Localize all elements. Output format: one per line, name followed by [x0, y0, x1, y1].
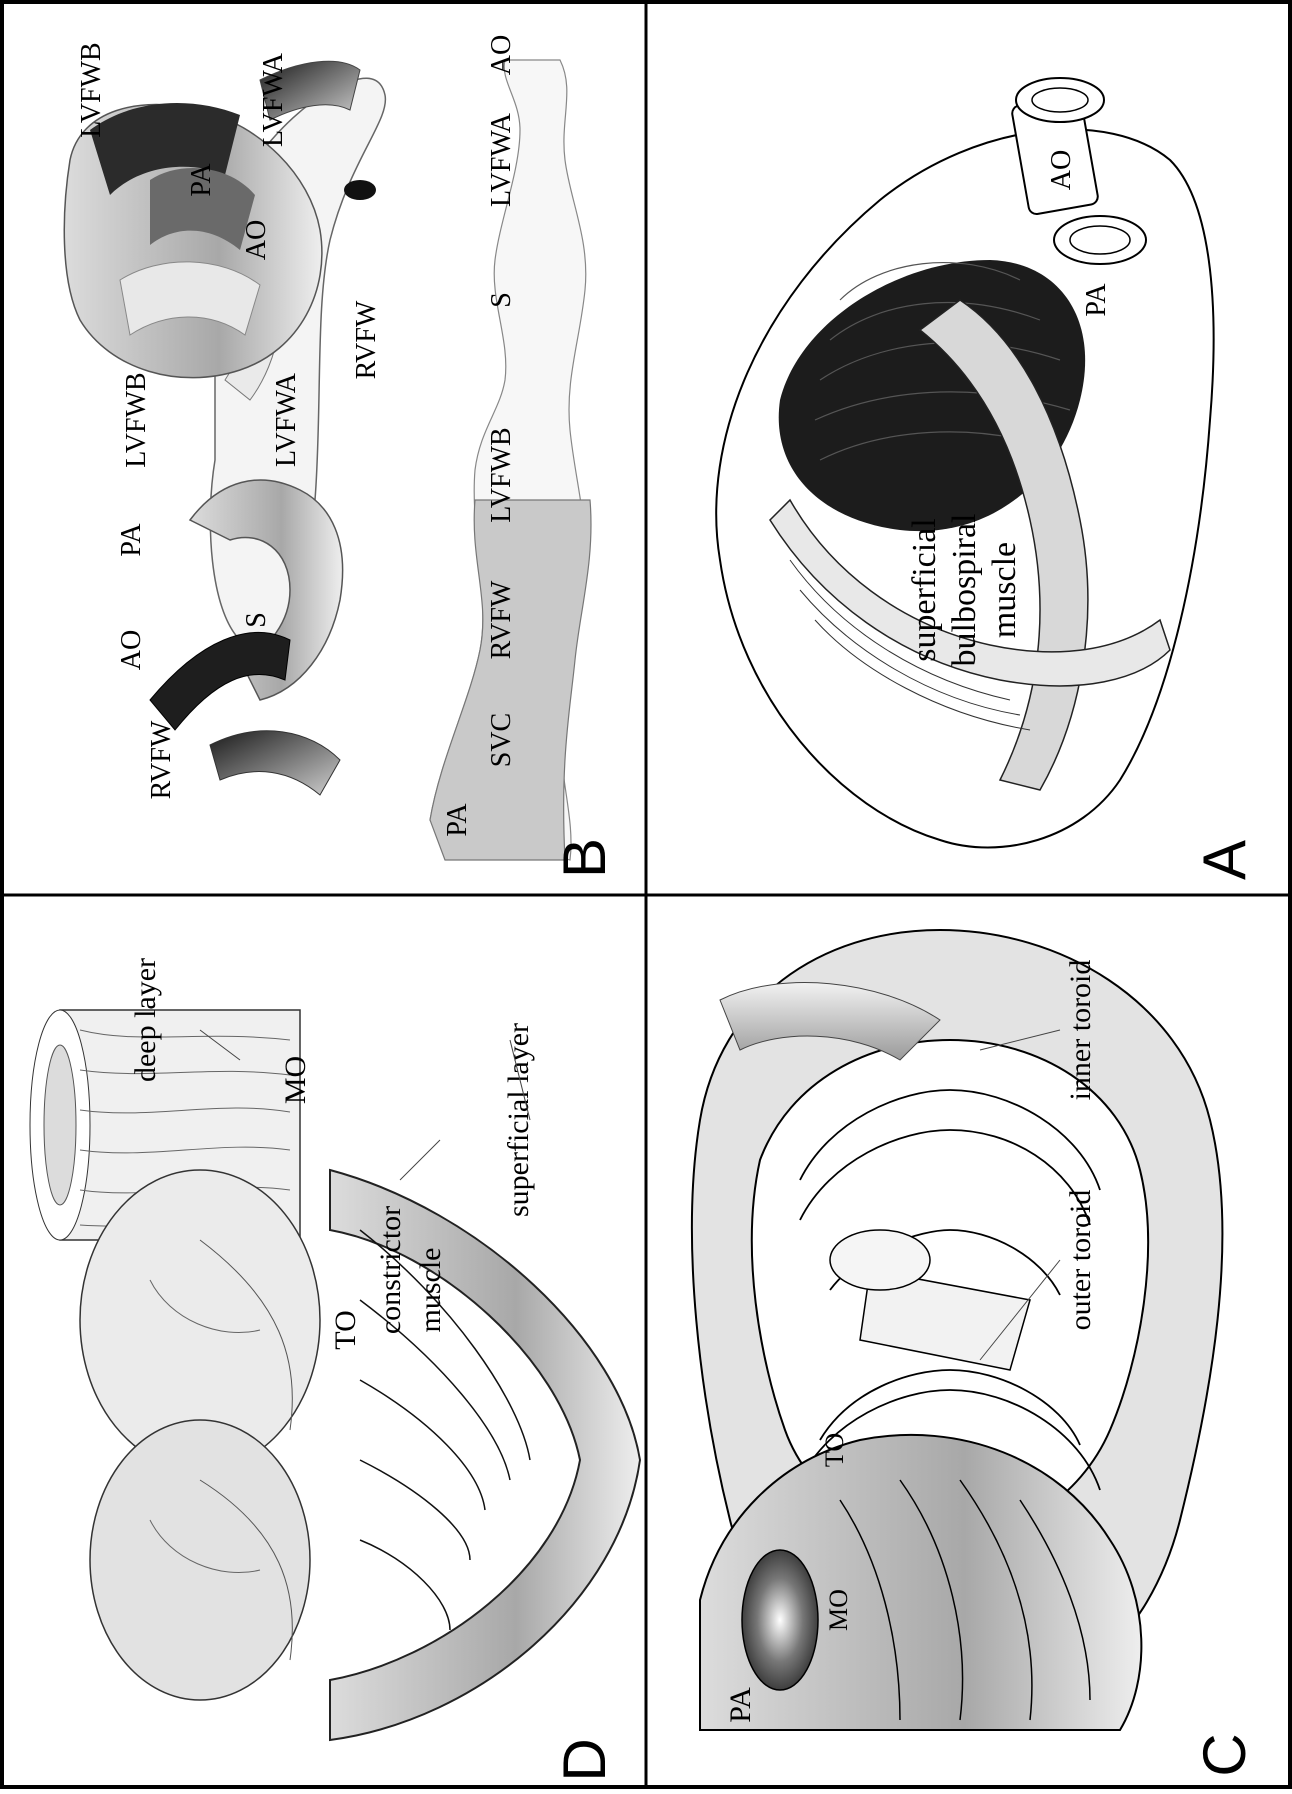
- label-helix-ao: AO: [116, 630, 147, 670]
- panel-letter-b: B: [551, 838, 618, 878]
- label-helix-lvfwb: LVFWB: [121, 372, 152, 467]
- label-superficial: superficial: [906, 518, 943, 662]
- label-helix-pa: PA: [116, 523, 147, 557]
- deep-layer-valve-structure: [80, 1170, 320, 1700]
- panel-letter-c: C: [1191, 1733, 1258, 1776]
- constrictor-leader: [400, 1140, 440, 1180]
- label-heart-rvfw: RVFW: [351, 300, 382, 379]
- label-band-pa: PA: [442, 803, 473, 837]
- label-heart-pa: PA: [186, 163, 217, 197]
- label-heart-lvfwa: LVFWA: [258, 52, 289, 147]
- label-bulbospiral: bulbospiral: [946, 514, 983, 667]
- label-c-to: TO: [820, 1433, 849, 1467]
- label-d-mo: MO: [279, 1056, 312, 1104]
- label-heart-ao: AO: [241, 220, 272, 260]
- label-helix-lvfwa: LVFWA: [271, 372, 302, 467]
- panel-letter-a: A: [1191, 840, 1258, 880]
- label-constrictor-muscle: muscle: [414, 1248, 447, 1333]
- label-outer-toroid: outer toroid: [1064, 1190, 1097, 1331]
- label-heart-lvfwb: LVFWB: [76, 42, 107, 137]
- label-d-to: TO: [329, 1310, 362, 1349]
- panel-d: [30, 1010, 640, 1740]
- label-pa: PA: [1081, 283, 1112, 317]
- label-ao: AO: [1046, 150, 1077, 190]
- label-inner-toroid: inner toroid: [1064, 960, 1097, 1101]
- label-muscle: muscle: [986, 542, 1023, 638]
- label-deep-layer: deep layer: [129, 958, 162, 1082]
- label-helix-rvfw: RVFW: [146, 720, 177, 799]
- label-band-lvfwa: LVFWA: [486, 112, 517, 207]
- heart-bulbospiral-illustration: [716, 78, 1213, 848]
- label-band-svc: SVC: [486, 713, 517, 767]
- label-superficial-layer: superficial layer: [502, 1023, 535, 1217]
- label-band-s: S: [486, 292, 517, 308]
- label-helix-s: S: [241, 612, 272, 628]
- label-band-rvfw: RVFW: [486, 580, 517, 659]
- panel-letter-d: D: [551, 1738, 618, 1781]
- label-c-mo: MO: [824, 1589, 853, 1631]
- panel-c: [692, 930, 1222, 1730]
- label-band-ao: AO: [486, 35, 517, 75]
- label-c-pa: PA: [724, 1687, 757, 1723]
- panel-a: [716, 78, 1213, 848]
- label-band-lvfwb: LVFWB: [486, 427, 517, 522]
- label-constrictor: constrictor: [374, 1206, 407, 1334]
